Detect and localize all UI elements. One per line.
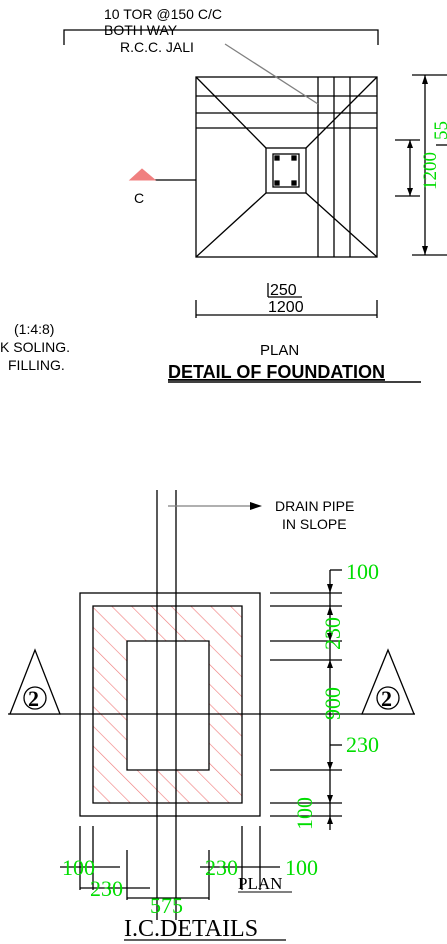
drain-label-line1: DRAIN PIPE xyxy=(275,498,354,514)
dim-height-1200: 1200 xyxy=(420,152,441,190)
section-marker-triangle xyxy=(128,168,157,181)
notes-line2: K SOLING. xyxy=(0,339,70,355)
dim-1200: 1200 xyxy=(268,299,304,316)
drain-arrow-head xyxy=(250,502,262,510)
ic-outer-wall xyxy=(79,592,261,817)
foundation-title: DETAIL OF FOUNDATION xyxy=(168,362,385,382)
dim-bottom-230-left: 230 xyxy=(90,876,123,901)
dim-230-b: 230 xyxy=(346,732,379,757)
dim-bottom-575: 575 xyxy=(150,893,183,918)
dim-height-partial: 55 xyxy=(431,121,447,140)
footing-outline xyxy=(195,76,378,258)
dim-100-right: 100 xyxy=(292,797,317,830)
dim-230-a: 230 xyxy=(320,617,345,650)
dim-arrows xyxy=(407,75,428,255)
dim-bottom-100-left: 100 xyxy=(62,855,95,880)
section-number-right: 2 xyxy=(381,686,392,711)
section-circle-right xyxy=(376,686,400,710)
rebar-note-bracket xyxy=(63,29,379,45)
section-label-c: C xyxy=(134,190,144,206)
ic-brick-wall xyxy=(92,605,243,804)
column-outline xyxy=(272,153,300,188)
pedestal-outline xyxy=(265,147,307,194)
notes-line1: (1:4:8) xyxy=(14,321,54,337)
slope-line xyxy=(195,192,267,258)
rebar-note-line2: BOTH WAY xyxy=(104,22,178,38)
slope-line xyxy=(305,192,378,258)
dim-top-100: 100 xyxy=(346,559,379,584)
jali-leader xyxy=(224,43,319,105)
jali-label: R.C.C. JALI xyxy=(120,39,194,55)
dim-bottom-230-right: 230 xyxy=(205,855,238,880)
ic-title: I.C.DETAILS xyxy=(124,916,258,942)
foundation-detail xyxy=(63,29,447,318)
ic-detail xyxy=(8,490,415,920)
dim-250: 250 xyxy=(270,282,297,299)
column-bar xyxy=(291,155,297,161)
ic-plan-label: PLAN xyxy=(238,874,282,893)
column-bar xyxy=(291,180,297,186)
dim-900: 900 xyxy=(320,687,345,720)
notes-line3: FILLING. xyxy=(8,357,65,373)
foundation-plan-label: PLAN xyxy=(260,342,299,359)
section-circle-left xyxy=(23,686,47,710)
column-bar xyxy=(274,155,280,161)
section-number-left: 2 xyxy=(28,686,39,711)
section-marker-right xyxy=(361,648,415,715)
rebar-note-line1: 10 TOR @150 C/C xyxy=(104,6,222,22)
ic-arrows xyxy=(250,502,333,824)
column-bar xyxy=(274,180,280,186)
section-marker-left xyxy=(9,648,61,715)
drain-label-line2: IN SLOPE xyxy=(282,516,347,532)
dim-bottom-100-right: 100 xyxy=(285,855,318,880)
